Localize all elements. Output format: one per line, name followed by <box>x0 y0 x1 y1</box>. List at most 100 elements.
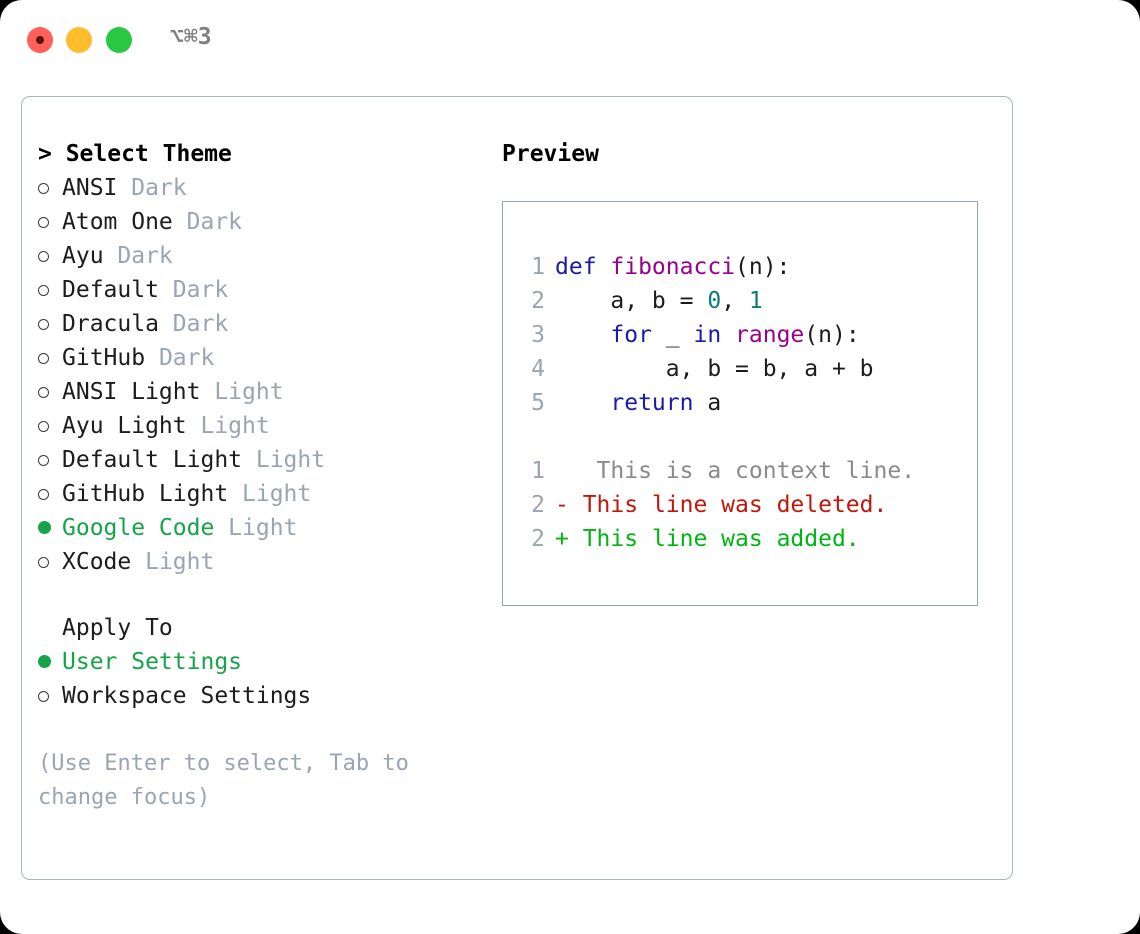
code-token: , <box>721 288 749 314</box>
line-number: 2 <box>531 288 545 314</box>
maximize-window-button[interactable] <box>106 27 132 53</box>
line-number: 2 <box>531 492 545 518</box>
code-token: for <box>610 322 652 348</box>
minimize-window-button[interactable] <box>66 27 92 53</box>
code-token: in <box>693 322 722 348</box>
code-token: (n): <box>735 254 791 280</box>
theme-kind-badge: Dark <box>172 209 243 235</box>
radio-glyph <box>38 251 49 262</box>
theme-name: XCode <box>62 549 132 575</box>
diff-marker: - <box>555 492 569 518</box>
radio-unselected-icon[interactable] <box>38 307 62 341</box>
radio-glyph <box>38 655 51 668</box>
radio-glyph <box>38 521 51 534</box>
theme-kind-badge: Dark <box>145 345 215 371</box>
theme-list-item[interactable]: Ayu Light Light <box>38 409 468 443</box>
radio-unselected-icon[interactable] <box>38 171 62 205</box>
radio-unselected-icon[interactable] <box>38 477 62 511</box>
theme-name: Ayu Light <box>62 413 187 439</box>
theme-list-item[interactable]: Dracula Dark <box>38 307 468 341</box>
theme-name: Ayu <box>62 243 104 269</box>
radio-glyph <box>38 421 49 432</box>
radio-unselected-icon[interactable] <box>38 205 62 239</box>
theme-list-item[interactable]: GitHub Dark <box>38 341 468 375</box>
theme-kind-badge: Light <box>131 549 215 575</box>
line-number: 1 <box>531 254 545 280</box>
theme-list-item[interactable]: Default Light Light <box>38 443 468 477</box>
code-token <box>721 322 735 348</box>
radio-glyph <box>38 217 49 228</box>
theme-list-item[interactable]: GitHub Light Light <box>38 477 468 511</box>
diff-sample: 1 This is a context line. 2- This line wa… <box>521 454 971 556</box>
code-token: 1 <box>748 288 763 314</box>
diff-marker <box>555 458 569 484</box>
diff-marker: + <box>555 526 569 552</box>
radio-unselected-icon[interactable] <box>38 443 62 477</box>
theme-list-item[interactable]: Default Dark <box>38 273 468 307</box>
radio-unselected-icon[interactable] <box>38 239 62 273</box>
title-bar: ⌥⌘3 <box>0 0 1140 78</box>
theme-name: Dracula <box>62 311 159 337</box>
theme-name: GitHub <box>62 345 146 371</box>
radio-unselected-icon[interactable] <box>38 375 62 409</box>
theme-kind-badge: Dark <box>117 175 187 201</box>
theme-name: Default <box>62 277 159 303</box>
code-line: 3 for _ in range(n): <box>521 318 971 352</box>
theme-kind-badge: Dark <box>158 311 229 337</box>
apply-to-option[interactable]: Workspace Settings <box>38 679 468 713</box>
keyboard-hint-text: (Use Enter to select, Tab to change focu… <box>38 751 409 810</box>
code-line: 5 return a <box>521 386 971 420</box>
line-number: 2 <box>531 526 545 552</box>
theme-list-item[interactable]: ANSI Dark <box>38 171 468 205</box>
radio-unselected-icon[interactable] <box>38 341 62 375</box>
apply-to-label: Workspace Settings <box>62 683 312 709</box>
code-line: 2 a, b = 0, 1 <box>521 284 971 318</box>
radio-selected-icon[interactable] <box>38 645 62 679</box>
radio-glyph <box>38 489 49 500</box>
code-token <box>555 322 610 348</box>
code-token: 0 <box>707 288 722 314</box>
radio-unselected-icon[interactable] <box>38 679 62 713</box>
theme-name: Google Code <box>62 515 215 541</box>
preview-header: Preview <box>502 141 599 167</box>
radio-glyph <box>38 183 49 194</box>
theme-list-item[interactable]: XCode Light <box>38 545 468 579</box>
radio-glyph <box>38 387 49 398</box>
radio-glyph <box>38 353 49 364</box>
theme-kind-badge: Dark <box>158 277 229 303</box>
apply-to-option[interactable]: User Settings <box>38 645 468 679</box>
theme-name: ANSI <box>62 175 118 201</box>
code-token: a, b = <box>555 288 708 314</box>
theme-kind-badge: Light <box>214 515 298 541</box>
close-window-button[interactable] <box>27 27 53 53</box>
radio-unselected-icon[interactable] <box>38 545 62 579</box>
diff-line: 1 This is a context line. <box>521 454 971 488</box>
theme-kind-badge: Light <box>186 413 270 439</box>
diff-text: This line was added. <box>568 526 860 552</box>
line-number: 3 <box>531 322 545 348</box>
keyboard-shortcut-label: ⌥⌘3 <box>170 24 212 50</box>
theme-list-item[interactable]: Ayu Dark <box>38 239 468 273</box>
theme-list-item[interactable]: Atom One Dark <box>38 205 468 239</box>
theme-list-item[interactable]: ANSI Light Light <box>38 375 468 409</box>
code-token: a, b = b, a + b <box>555 356 874 382</box>
code-token: range <box>735 322 805 348</box>
line-number: 5 <box>531 390 545 416</box>
select-theme-header: > Select Theme <box>38 141 232 167</box>
code-token: a <box>693 390 722 416</box>
code-line: 4 a, b = b, a + b <box>521 352 971 386</box>
line-number: 1 <box>531 458 545 484</box>
theme-list-item[interactable]: Google Code Light <box>38 511 468 545</box>
radio-selected-icon[interactable] <box>38 511 62 545</box>
code-token: _ <box>651 322 694 348</box>
radio-unselected-icon[interactable] <box>38 273 62 307</box>
radio-unselected-icon[interactable] <box>38 409 62 443</box>
radio-glyph <box>38 285 49 296</box>
